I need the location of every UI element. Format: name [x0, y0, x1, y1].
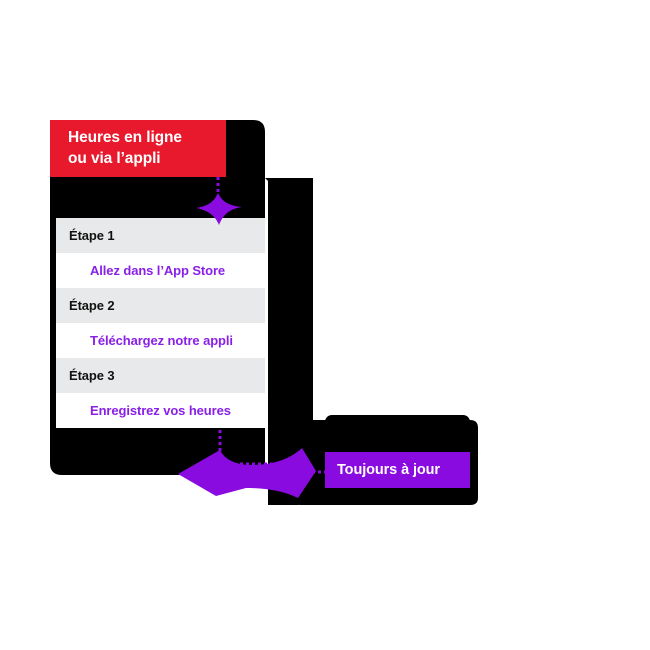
step-item-2[interactable]: Téléchargez notre appli — [56, 323, 265, 358]
purple-arrow-marker — [178, 448, 316, 498]
banner-line-2: ou via l’appli — [68, 150, 161, 167]
step-item-1[interactable]: Allez dans l’App Store — [56, 253, 265, 288]
badge-label: Toujours à jour — [337, 462, 440, 478]
step-header-3: Étape 3 — [56, 358, 265, 393]
step-item-3[interactable]: Enregistrez vos heures — [56, 393, 265, 428]
heures-banner: Heures en ligne ou via l’appli — [50, 120, 226, 177]
step-header-1: Étape 1 — [56, 218, 265, 253]
step-header-2: Étape 2 — [56, 288, 265, 323]
steps-list: Étape 1 Allez dans l’App Store Étape 2 T… — [56, 215, 265, 428]
toujours-a-jour-badge: Toujours à jour — [325, 452, 470, 488]
banner-line-1: Heures en ligne — [68, 129, 182, 146]
arrow-shape — [178, 448, 316, 498]
diagonal-connector — [265, 178, 313, 225]
secondary-black-panel — [268, 178, 313, 505]
